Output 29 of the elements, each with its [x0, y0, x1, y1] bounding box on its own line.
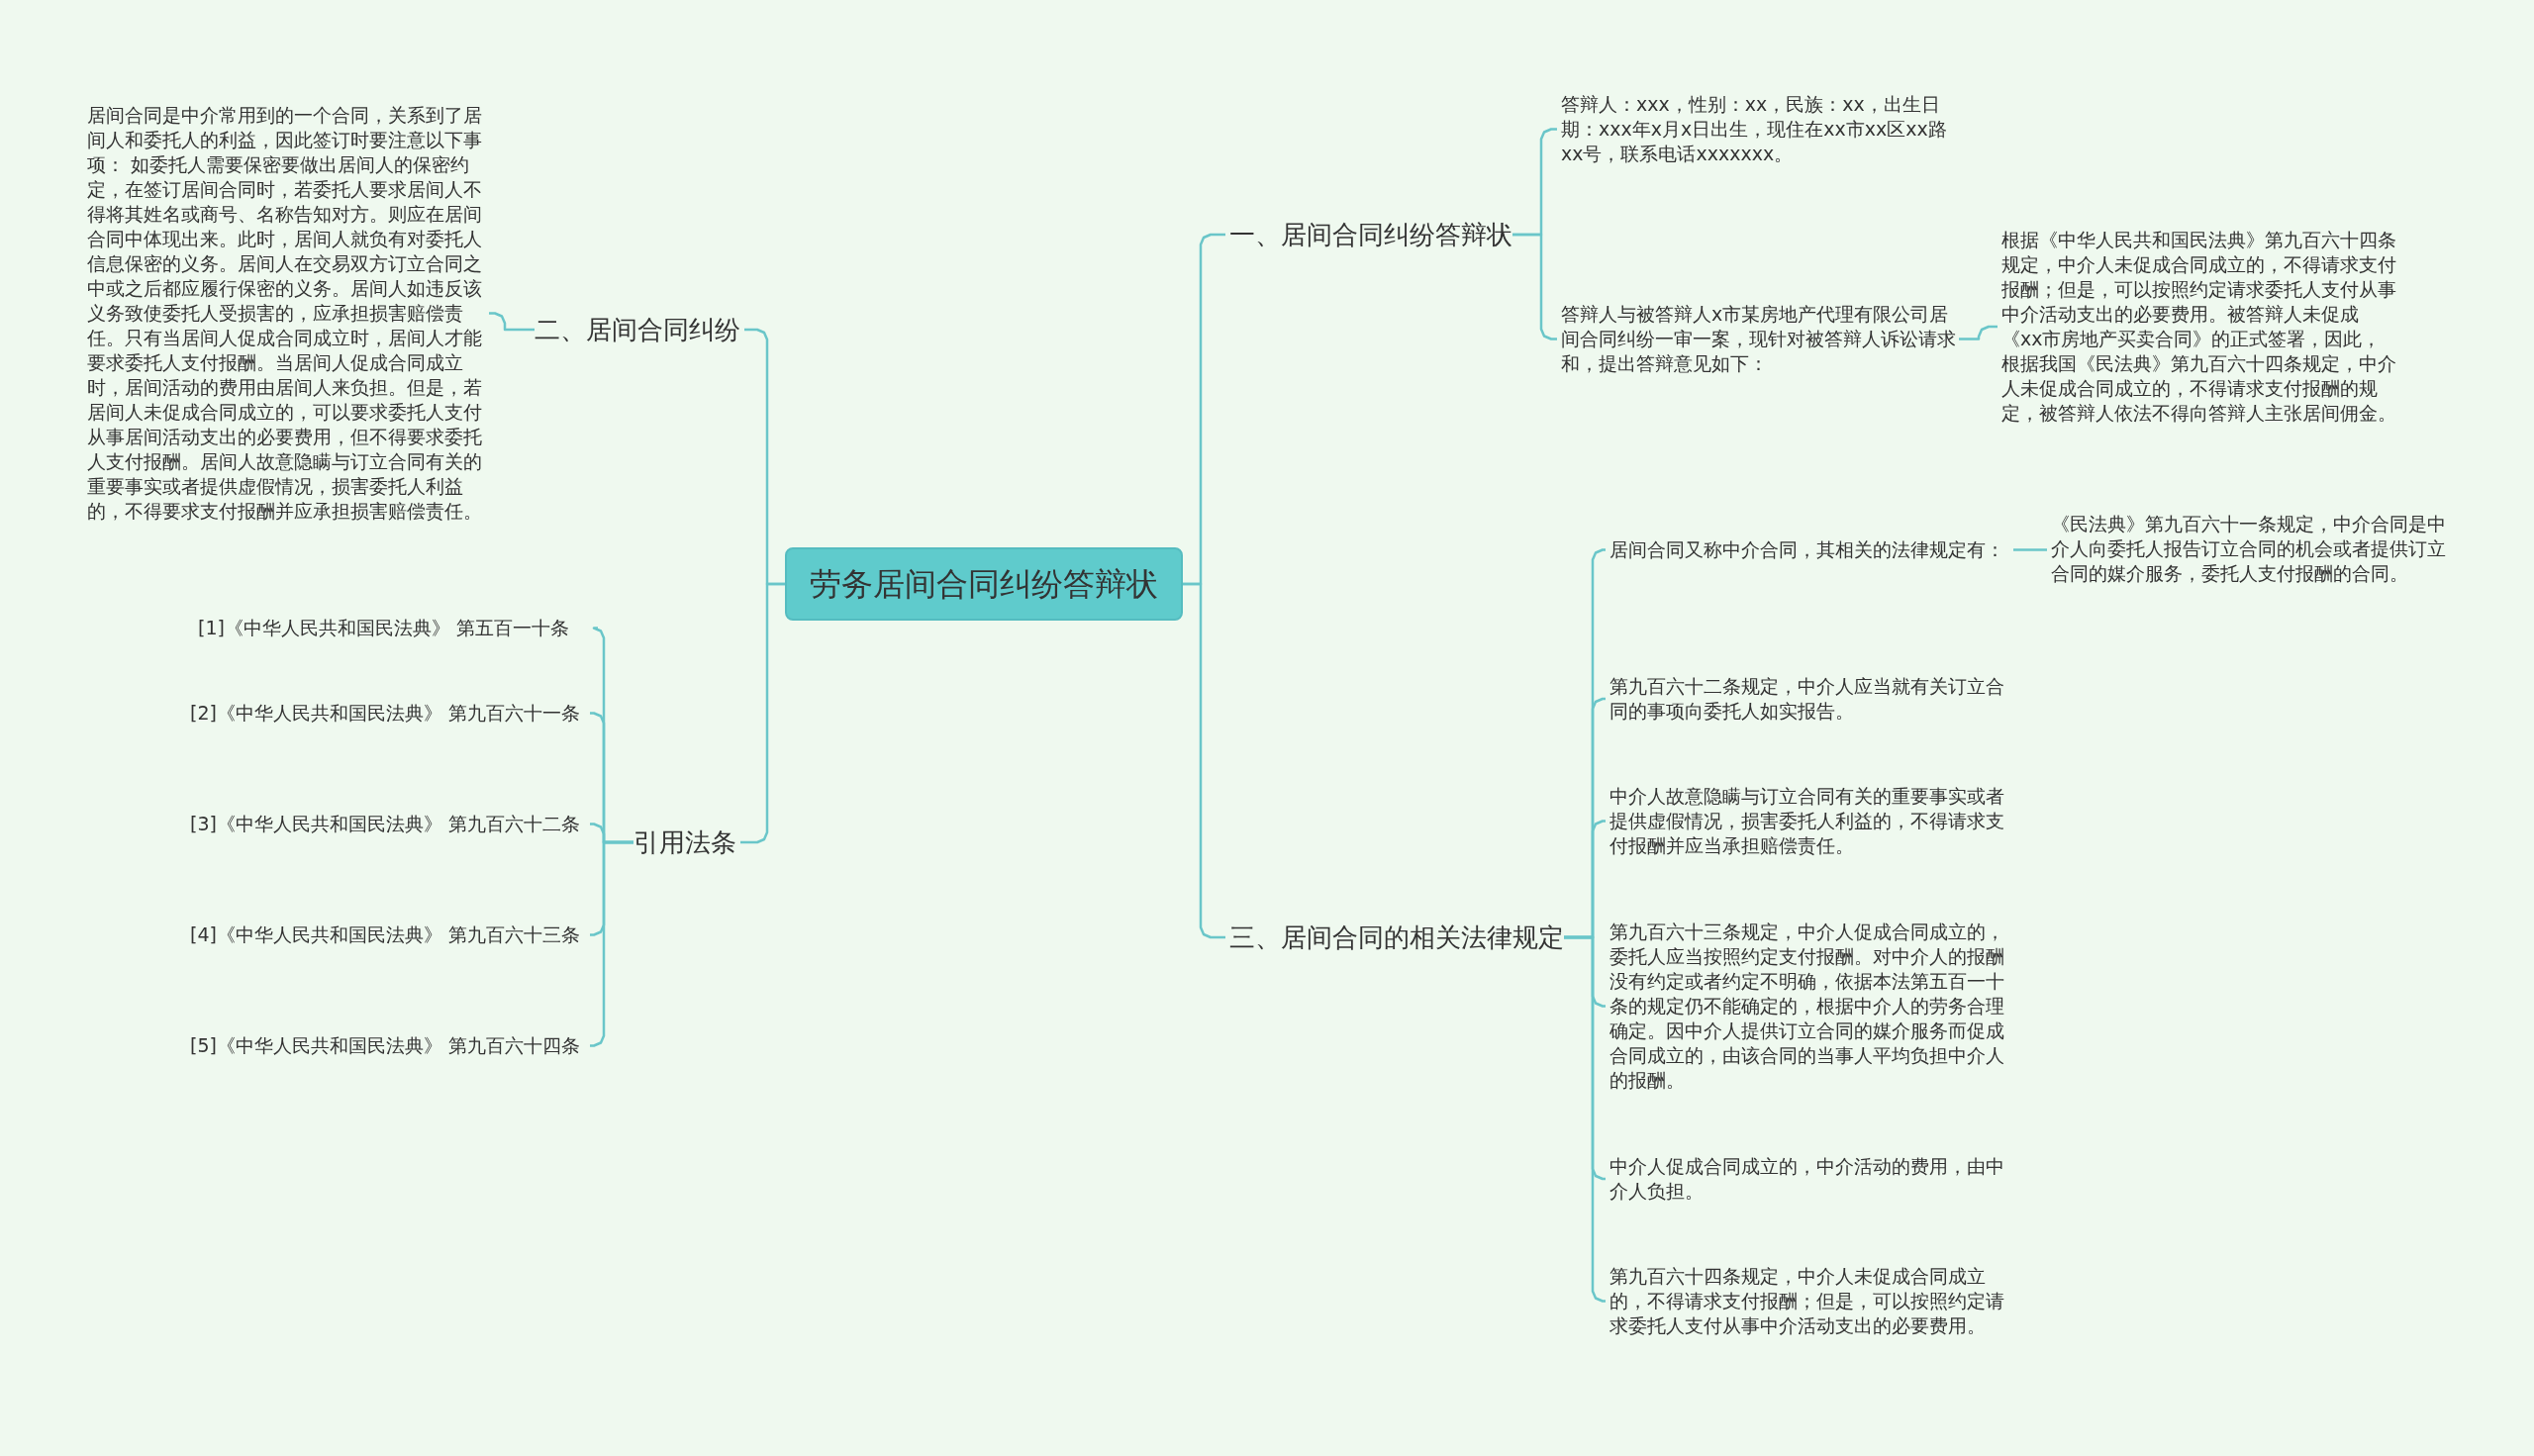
note-text: 第九百六十二条规定，中介人应当就有关订立合同的事项向委托人如实报告。 — [1609, 674, 2009, 724]
connector-line — [2013, 548, 2047, 551]
note-text: [3]《中华人民共和国民法典》 第九百六十二条 — [190, 812, 586, 836]
connector-line — [1564, 935, 1607, 1303]
connector-line — [740, 582, 785, 844]
note-text: 答辩人与被答辩人x市某房地产代理有限公司居间合同纠纷一审一案，现针对被答辩人诉讼请求和，提出答辩意见如下： — [1561, 302, 1959, 376]
branch-topic: 引用法条 — [634, 825, 736, 859]
note-text: 中介人促成合同成立的，中介活动的费用，由中介人负担。 — [1609, 1154, 2009, 1204]
note-text: 答辩人：xxx，性别：xx，民族：xx，出生日期：xxx年x月x日出生，现住在xx市xx区xx路xx号，联系电话xxxxxxx。 — [1561, 92, 1959, 166]
note-text: 《民法典》第九百六十一条规定，中介合同是中介人向委托人报告订立合同的机会或者提供订立合同的媒介服务，委托人支付报酬的合同。 — [2051, 512, 2451, 586]
connector-line — [1183, 582, 1225, 939]
note-text: 第九百六十四条规定，中介人未促成合同成立的，不得请求支付报酬；但是，可以按照约定请求委托人支付从事中介活动支出的必要费用。 — [1609, 1264, 2009, 1338]
note-text: 居间合同又称中介合同，其相关的法律规定有： — [1609, 537, 2009, 562]
branch-topic: 二、居间合同纠纷 — [535, 313, 740, 346]
note-text: [4]《中华人民共和国民法典》 第九百六十三条 — [190, 922, 586, 947]
connector-line — [1512, 233, 1557, 340]
note-text: [2]《中华人民共和国民法典》 第九百六十一条 — [190, 701, 586, 726]
note-text: 根据《中华人民共和国民法典》第九百六十四条规定，中介人未促成合同成立的，不得请求支付报酬；但是，可以按照约定请求委托人支付从事中介活动支出的必要费用。被答辩人未促成《xx市房地产买卖合同》的正式签署，因此，根据我国《民法典》第九百六十四条规定，中介人未促成合同成立的，不得请求支付报酬的规定，被答辩人依法不得向答辩人主张居间佣金。 — [2001, 228, 2399, 426]
root-topic: 劳务居间合同纠纷答辩状 — [785, 547, 1183, 621]
branch-topic: 一、居间合同纠纷答辩状 — [1229, 218, 1512, 251]
branch-topic: 三、居间合同的相关法律规定 — [1229, 921, 1564, 954]
note-text: 居间合同是中介常用到的一个合同，关系到了居间人和委托人的利益，因此签订时要注意以下事项： 如委托人需要保密要做出居间人的保密约定，在签订居间合同时，若委托人要求居间人不得将其姓名或商号、名称告知对方。则应在居间合同中体现出来。此时，居间人就负有对委托人信息保密的义务。居间人在交易双方订立合同之中或之后都应履行保密的义务。居间人如违反该义务致使委托人受损害的，应承担损害赔偿责任。只有当居间人促成合同成立时，居间人才能要求委托人支付报酬。当居间人促成合同成立时，居间活动的费用由居间人来负担。但是，若居间人未促成合同成立的，可以要求委托人支付从事居间活动支出的必要费用，但不得要求委托人支付报酬。居间人故意隐瞒与订立合同有关的重要事实或者提供虚假情况，损害委托人利益的，不得要求支付报酬并应承担损害赔偿责任。 — [87, 103, 485, 524]
note-text: [1]《中华人民共和国民法典》 第五百一十条 — [198, 616, 594, 640]
note-text: 第九百六十三条规定，中介人促成合同成立的，委托人应当按照约定支付报酬。对中介人的报酬没有约定或者约定不明确，依据本法第五百一十条的规定仍不能确定的，根据中介人的劳务合理确定。因中介人提供订立合同的媒介服务而促成合同成立的，由该合同的当事人平均负担中介人的报酬。 — [1609, 920, 2009, 1093]
connector-line — [590, 840, 634, 1047]
connector-line — [1959, 325, 1998, 340]
connector-line — [489, 312, 535, 332]
note-text: [5]《中华人民共和国民法典》 第九百六十四条 — [190, 1033, 586, 1058]
note-text: 中介人故意隐瞒与订立合同有关的重要事实或者提供虚假情况，损害委托人利益的，不得请求支付报酬并应当承担赔偿责任。 — [1609, 784, 2009, 858]
